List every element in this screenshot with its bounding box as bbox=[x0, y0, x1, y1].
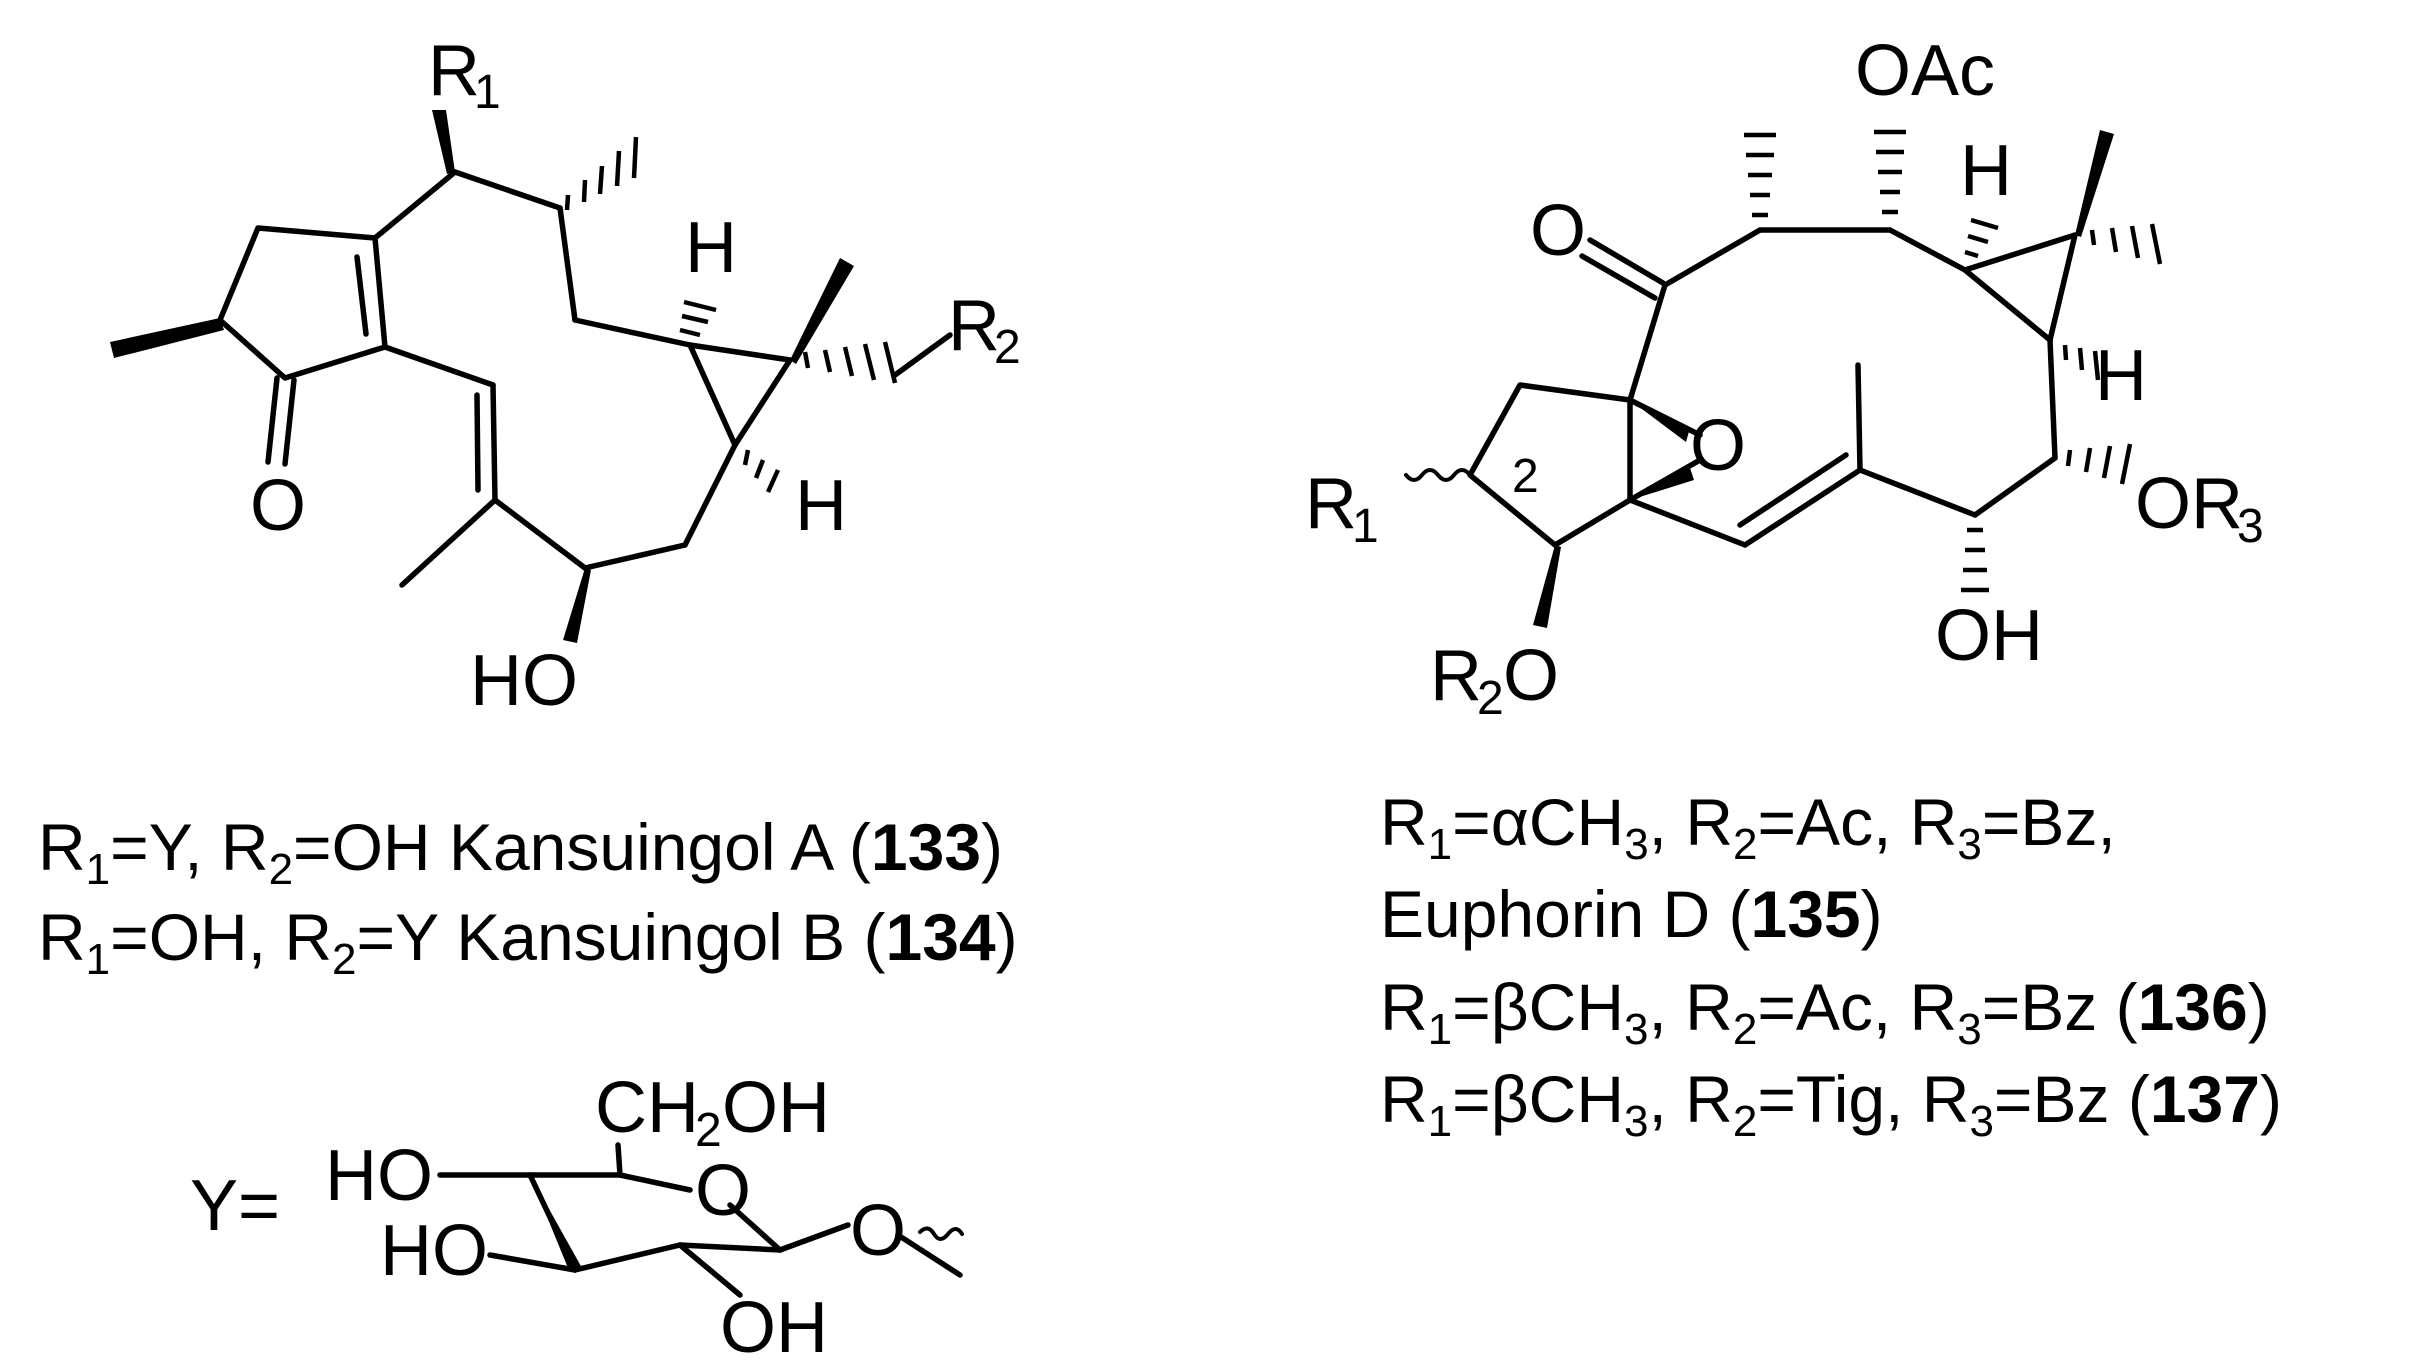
kansuingol-structure: R 1 H R 2 H O HO bbox=[110, 31, 1021, 721]
svg-text:R1=βCH3, R2=Ac, R3=Bz (136): R1=βCH3, R2=Ac, R3=Bz (136) bbox=[1380, 970, 2270, 1054]
r1-sub-2: 1 bbox=[1352, 500, 1379, 553]
epoxide-o-label: O bbox=[1690, 406, 1746, 486]
oh-label-2: OH bbox=[1935, 596, 2043, 676]
r2o-o-label: O bbox=[1503, 636, 1559, 716]
hashed-ch2 bbox=[802, 341, 898, 384]
euphorin-structure: OAc H O O H R 1 2 OR 3 OH R 2 O bbox=[1305, 31, 2264, 725]
r2-label: R bbox=[948, 286, 1000, 366]
svg-text:R1=OH, R2=Y Kansuingol B (134): R1=OH, R2=Y Kansuingol B (134) bbox=[38, 900, 1018, 984]
hashed-oac bbox=[1874, 129, 1906, 215]
link-o-label: O bbox=[850, 1191, 906, 1271]
y-equals-label: Y= bbox=[190, 1166, 280, 1246]
ketone-o-label-2: O bbox=[1530, 191, 1586, 271]
caption-134: R1=OH, R2=Y Kansuingol B (134) bbox=[38, 900, 1018, 984]
h-label-2a: H bbox=[1960, 131, 2012, 211]
r1-label: R bbox=[428, 31, 480, 111]
hashed-methyl bbox=[564, 136, 639, 211]
or3-label: OR bbox=[2135, 464, 2243, 544]
ketone-o-label: O bbox=[250, 466, 306, 546]
caption-135: R1=αCH3, R2=Ac, R3=Bz, Euphorin D (135) bbox=[1380, 785, 2116, 951]
r2o-sub: 2 bbox=[1477, 672, 1504, 725]
r2o-label: R bbox=[1430, 636, 1482, 716]
caption-136: R1=βCH3, R2=Ac, R3=Bz (136) bbox=[1380, 970, 2270, 1054]
svg-text:R1=αCH3, R2=Ac, R3=Bz,: R1=αCH3, R2=Ac, R3=Bz, bbox=[1380, 785, 2116, 869]
r2-sub: 2 bbox=[994, 321, 1021, 374]
ch2oh-oh-label: OH bbox=[722, 1068, 830, 1148]
oh-label-sugar: OH bbox=[720, 1288, 828, 1368]
h-label-bottom: H bbox=[795, 466, 847, 546]
ho-label: HO bbox=[470, 641, 578, 721]
or3-sub: 3 bbox=[2237, 500, 2264, 553]
svg-text:R1=βCH3, R2=Tig, R3=Bz (137): R1=βCH3, R2=Tig, R3=Bz (137) bbox=[1380, 1062, 2282, 1146]
h-label-top: H bbox=[685, 208, 737, 288]
sugar-y-structure: Y= CH 2 OH O HO HO OH O bbox=[190, 1068, 964, 1368]
r1-label-2: R bbox=[1305, 464, 1357, 544]
svg-text:R1=Y, R2=OH Kansuingol A (133): R1=Y, R2=OH Kansuingol A (133) bbox=[38, 810, 1003, 894]
hashed-h2 bbox=[742, 449, 781, 493]
hashed-methyl-2 bbox=[1744, 132, 1776, 218]
h-label-2b: H bbox=[2095, 336, 2147, 416]
caption-137: R1=βCH3, R2=Tig, R3=Bz (137) bbox=[1380, 1062, 2282, 1146]
ch2oh-label: CH bbox=[595, 1068, 699, 1148]
hashed-oh bbox=[1961, 527, 1989, 593]
ho-label-a: HO bbox=[325, 1136, 433, 1216]
hashed-h-3 bbox=[1964, 217, 1999, 259]
oac-label: OAc bbox=[1855, 31, 1995, 111]
caption-133: R1=Y, R2=OH Kansuingol A (133) bbox=[38, 810, 1003, 894]
r1-sub: 1 bbox=[474, 66, 501, 119]
position-2-label: 2 bbox=[1512, 450, 1539, 503]
hashed-h-4 bbox=[2062, 344, 2101, 381]
ch2oh-sub: 2 bbox=[695, 1104, 722, 1157]
ho-label-b: HO bbox=[380, 1211, 488, 1291]
hashed-methyl-3 bbox=[2089, 223, 2163, 265]
hashed-h bbox=[679, 299, 717, 338]
hashed-or3 bbox=[2065, 443, 2133, 485]
svg-text:Euphorin D (135): Euphorin D (135) bbox=[1380, 877, 1883, 951]
